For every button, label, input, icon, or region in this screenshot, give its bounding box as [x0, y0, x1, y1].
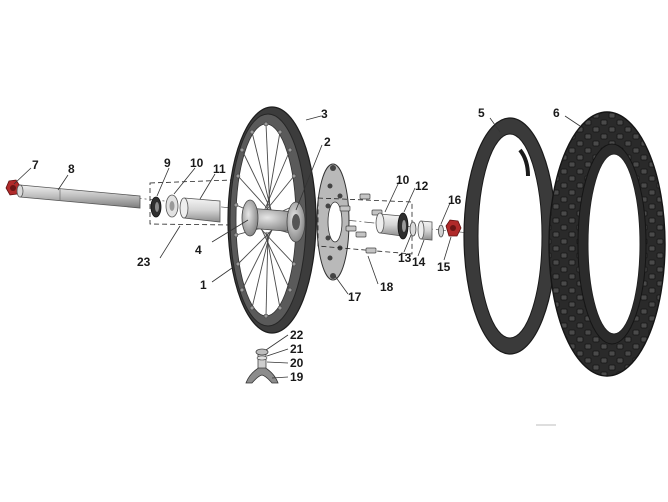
callout-6: 6 — [553, 106, 560, 120]
hub — [241, 199, 306, 243]
callout-21: 21 — [290, 342, 304, 356]
callout-18: 18 — [380, 280, 394, 294]
callout-10-right: 10 — [396, 173, 410, 187]
axle — [16, 184, 141, 209]
callout-10-left: 10 — [190, 156, 204, 170]
axle-nut-right — [445, 219, 462, 237]
callout-23: 23 — [137, 255, 151, 269]
callout-15: 15 — [437, 260, 451, 274]
oil-seal-right — [397, 212, 409, 240]
brake-disc — [316, 163, 350, 281]
callout-14: 14 — [412, 255, 426, 269]
callout-20: 20 — [290, 356, 304, 370]
leader-lines — [13, 115, 581, 379]
callout-12: 12 — [415, 179, 429, 193]
callout-22: 22 — [290, 328, 304, 342]
bearing-left — [165, 194, 179, 218]
rim-lock — [245, 348, 279, 384]
right-side-bracket — [317, 197, 413, 255]
callout-5: 5 — [478, 106, 485, 120]
callout-4: 4 — [195, 243, 202, 257]
callout-8: 8 — [68, 162, 75, 176]
callout-19: 19 — [290, 370, 304, 384]
callout-7: 7 — [32, 158, 39, 172]
callout-13: 13 — [398, 251, 412, 265]
callout-16: 16 — [448, 193, 462, 207]
oil-seal-left — [150, 196, 162, 218]
washer-16 — [438, 224, 444, 238]
tire — [548, 111, 666, 377]
wheel-assembly — [227, 106, 317, 334]
callout-11: 11 — [213, 162, 226, 176]
inner-tube — [463, 117, 557, 355]
callout-9: 9 — [164, 156, 171, 170]
spacer-left — [179, 197, 221, 223]
callout-labels: 7 8 9 10 11 23 4 1 3 2 10 12 13 14 15 16… — [32, 106, 560, 384]
collar — [417, 220, 433, 241]
disc-bolts — [339, 193, 383, 254]
washer-13 — [409, 221, 417, 237]
callout-3: 3 — [321, 107, 328, 121]
callout-1: 1 — [200, 278, 207, 292]
callout-2: 2 — [324, 135, 331, 149]
axle-nut-left — [5, 179, 21, 196]
callout-17: 17 — [348, 290, 362, 304]
